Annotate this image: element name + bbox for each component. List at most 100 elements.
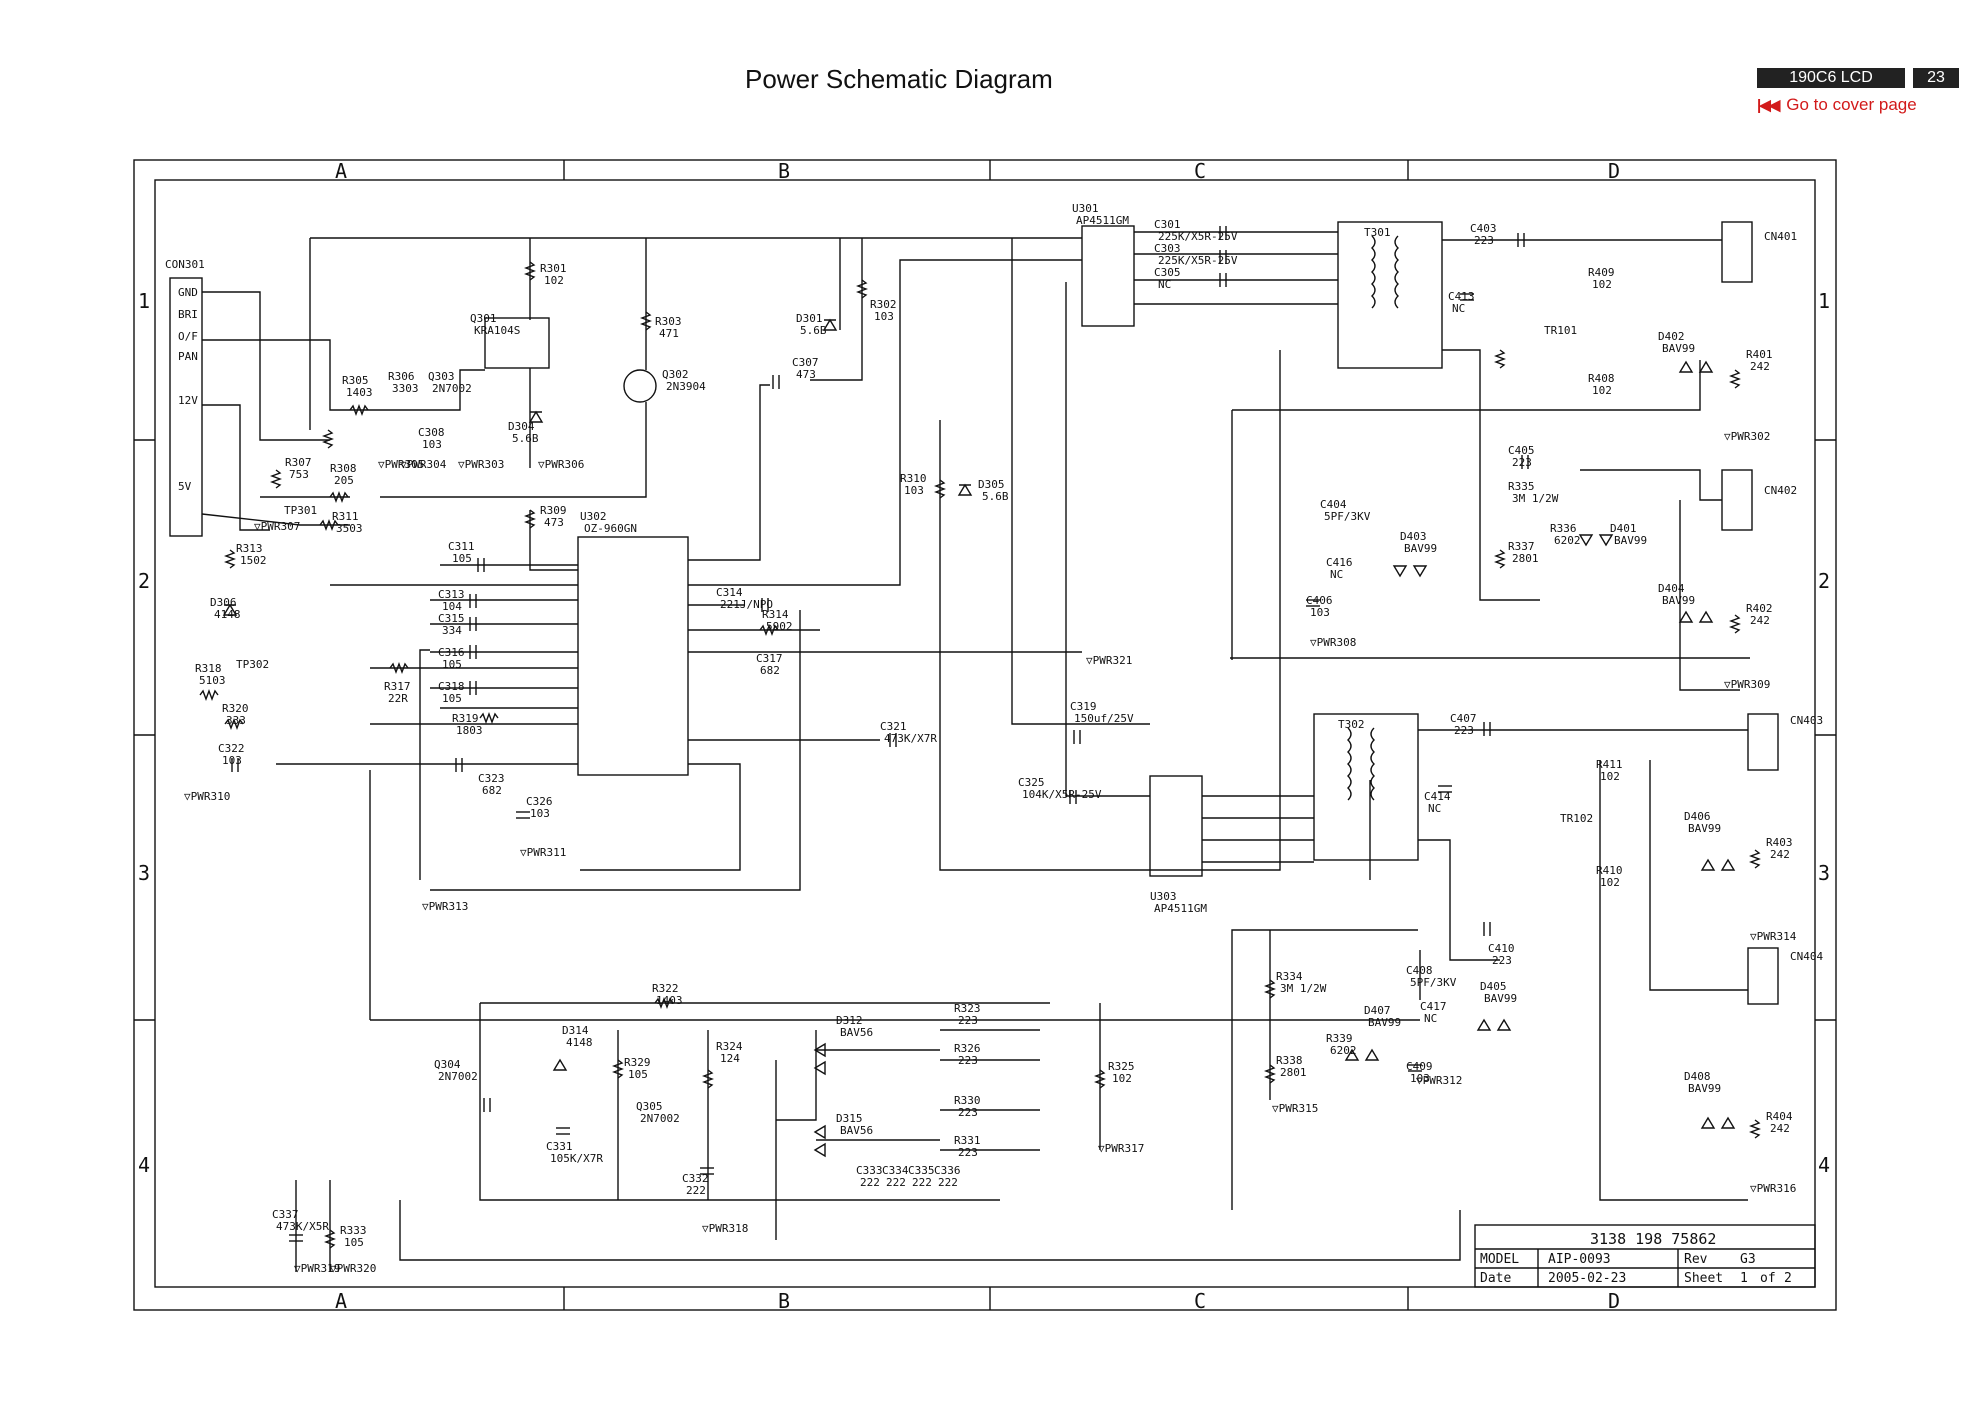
label-r331: R331 (954, 1134, 981, 1147)
label-c322: C322 (218, 742, 245, 755)
label-u302: U302 (580, 510, 607, 523)
value-c305: NC (1158, 278, 1171, 291)
value-r306: 3303 (392, 382, 419, 395)
value-u301: AP4511GM (1076, 214, 1129, 227)
power-label-pwr307: ▽PWR307 (254, 520, 300, 533)
value-d403: BAV99 (1404, 542, 1437, 555)
value-c404: 5PF/3KV (1324, 510, 1371, 523)
label-cn404: CN404 (1790, 950, 1823, 963)
grid-row-4-left: 4 (138, 1153, 150, 1177)
t302-primary-coil (1347, 727, 1352, 801)
label-12v: 12V (178, 394, 198, 407)
value-r336: 6202 (1554, 534, 1581, 547)
label-c313: C313 (438, 588, 465, 601)
value-r314: 5902 (766, 620, 793, 633)
value-r319: 1803 (456, 724, 483, 737)
r314-resistor (759, 624, 779, 636)
grid-row-1-right: 1 (1818, 289, 1830, 313)
value-r311: 3503 (336, 522, 363, 535)
label-c405: C405 (1508, 444, 1535, 457)
r338-resistor (1264, 1064, 1276, 1084)
label-c404: C404 (1320, 498, 1347, 511)
label-c314: C314 (716, 586, 743, 599)
r401-resistor (1729, 369, 1741, 389)
value-r411: 102 (1600, 770, 1620, 783)
value-r318: 5103 (199, 674, 226, 687)
rev-label: Rev (1684, 1252, 1708, 1267)
of-value: 2 (1784, 1271, 1792, 1286)
label-r324: R324 (716, 1040, 743, 1053)
sheet-value: 1 (1740, 1271, 1748, 1286)
label-d402: D402 (1658, 330, 1685, 343)
label-c316: C316 (438, 646, 465, 659)
label-r330: R330 (954, 1094, 981, 1107)
cn401-connector (1721, 221, 1753, 283)
value-r401: 242 (1750, 360, 1770, 373)
value-r309: 473 (544, 516, 564, 529)
model-label: MODEL (1480, 1252, 1520, 1267)
value-r326: 223 (958, 1054, 978, 1067)
value-c322: 103 (222, 754, 242, 767)
value-r320: 333 (226, 714, 246, 727)
power-label-pwr320: ▽PWR320 (330, 1262, 376, 1275)
label-r305: R305 (342, 374, 369, 387)
value-c315: 334 (442, 624, 462, 637)
label-r401: R401 (1746, 348, 1773, 361)
value-r307: 753 (289, 468, 309, 481)
q301-transistor (484, 317, 550, 369)
power-label-pwr310: ▽PWR310 (184, 790, 230, 803)
label-r338: R338 (1276, 1054, 1303, 1067)
value-r333: 105 (344, 1236, 364, 1249)
r309-resistor (524, 509, 536, 529)
t301-primary-coil (1371, 235, 1376, 309)
power-label-pwr306: ▽PWR306 (538, 458, 584, 471)
label-bri: BRI (178, 308, 198, 321)
r313-resistor (224, 549, 236, 569)
capacitor-symbols (231, 226, 1529, 1242)
u303-ic (1149, 775, 1203, 877)
value-r338: 2801 (1280, 1066, 1307, 1079)
cn402-connector (1721, 469, 1753, 531)
value-r330: 223 (958, 1106, 978, 1119)
value-q303: 2N7002 (432, 382, 472, 395)
go-to-cover-link[interactable]: |◀◀ Go to cover page (1757, 95, 1917, 115)
label-d312: D312 (836, 1014, 863, 1027)
label-c319: C319 (1070, 700, 1097, 713)
label-r313: R313 (236, 542, 263, 555)
label-c333: C333 (856, 1164, 883, 1177)
label-r314: R314 (762, 608, 789, 621)
value-r410: 102 (1600, 876, 1620, 889)
label-r318: R318 (195, 662, 222, 675)
label-c301: C301 (1154, 218, 1181, 231)
grid-col-d-bottom: D (1608, 1289, 1620, 1313)
t301-transformer (1337, 221, 1443, 369)
r322-resistor (654, 997, 674, 1009)
label-c335: C335 (908, 1164, 935, 1177)
label-t302: T302 (1338, 718, 1365, 731)
label-d408: D408 (1684, 1070, 1711, 1083)
grid-col-a-bottom: A (335, 1289, 347, 1313)
grid-row-4-right: 4 (1818, 1153, 1830, 1177)
label-d306: D306 (210, 596, 237, 609)
value-q304: 2N7002 (438, 1070, 478, 1083)
value-q301: KRA104S (474, 324, 520, 337)
cn404-connector (1747, 947, 1779, 1005)
grid-row-1-left: 1 (138, 289, 150, 313)
r301-resistor (524, 261, 536, 281)
grid-col-b-bottom: B (778, 1289, 790, 1313)
power-label-pwr315: ▽PWR315 (1272, 1102, 1318, 1115)
value-r408: 102 (1592, 384, 1612, 397)
label-con301: CON301 (165, 258, 205, 271)
label-tr101: TR101 (1544, 324, 1577, 337)
value-c410: 223 (1492, 954, 1512, 967)
value-r329: 105 (628, 1068, 648, 1081)
r329-resistor (612, 1059, 624, 1079)
label-c407: C407 (1450, 712, 1477, 725)
power-label-pwr321: ▽PWR321 (1086, 654, 1132, 667)
value-c308: 103 (422, 438, 442, 451)
label-d405: D405 (1480, 980, 1507, 993)
grid-col-d-top: D (1608, 159, 1620, 183)
label-r306: R306 (388, 370, 415, 383)
value-c326: 103 (530, 807, 550, 820)
power-label-pwr304: ▽PWR304 (400, 458, 447, 471)
